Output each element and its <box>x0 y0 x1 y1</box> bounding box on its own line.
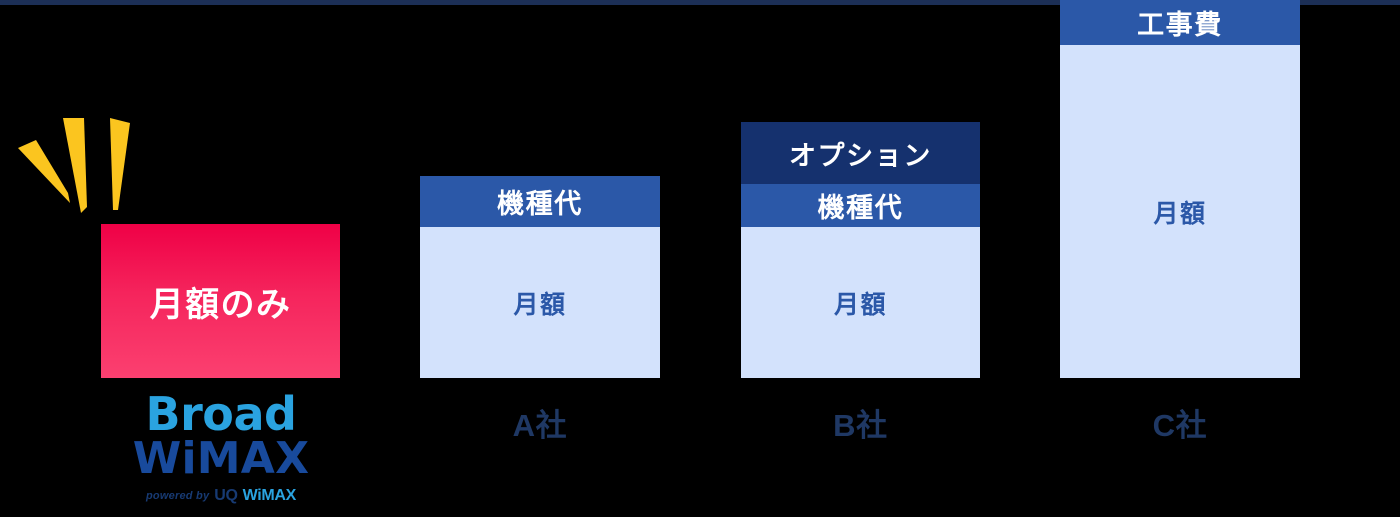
broad-wimax-logo: Broad WiMAX powered by UQ WiMAX <box>101 387 341 505</box>
bar-segment: 月額 <box>741 227 980 378</box>
logo-line-wimax: WiMAX <box>132 433 310 485</box>
bar-C社: 工事費月額 <box>1060 0 1300 378</box>
bar-segment: 機種代 <box>420 176 660 227</box>
sparkle-rays-icon <box>10 110 160 220</box>
logo-powered-by-text: powered by <box>145 490 210 503</box>
bar-segment-label: 月額のみ <box>149 285 292 324</box>
bar-segment: 機種代 <box>741 184 980 227</box>
bar-B社: オプション機種代月額 <box>741 122 980 378</box>
bar-segment-label: オプション <box>788 140 933 171</box>
category-label-B社: B社 <box>833 408 888 443</box>
bar-segment: 月額 <box>1060 45 1300 378</box>
bar-segment-label: 機種代 <box>497 189 583 219</box>
logo-powered-by: powered by UQ WiMAX <box>101 487 341 505</box>
logo-uq-text: UQ <box>214 487 238 505</box>
bar-segment: 月額のみ <box>101 224 340 378</box>
bar-segment-label: 月額 <box>513 290 567 319</box>
logo-uq-wimax-text: WiMAX <box>242 487 297 505</box>
bar-A社: 機種代月額 <box>420 176 660 378</box>
category-label-A社: A社 <box>512 408 568 443</box>
category-label-C社: C社 <box>1152 408 1208 443</box>
bar-segment: オプション <box>741 122 980 184</box>
bar-broad-wimax: 月額のみ <box>101 224 340 378</box>
bar-segment: 工事費 <box>1060 0 1300 45</box>
bar-segment-label: 月額 <box>1153 199 1207 228</box>
bar-segment-label: 工事費 <box>1137 9 1223 40</box>
logo-line-broad: Broad <box>145 387 297 441</box>
bar-segment-label: 月額 <box>833 290 887 319</box>
bar-segment-label: 機種代 <box>817 193 904 223</box>
chart-baseline <box>0 0 1400 5</box>
bar-segment: 月額 <box>420 227 660 378</box>
